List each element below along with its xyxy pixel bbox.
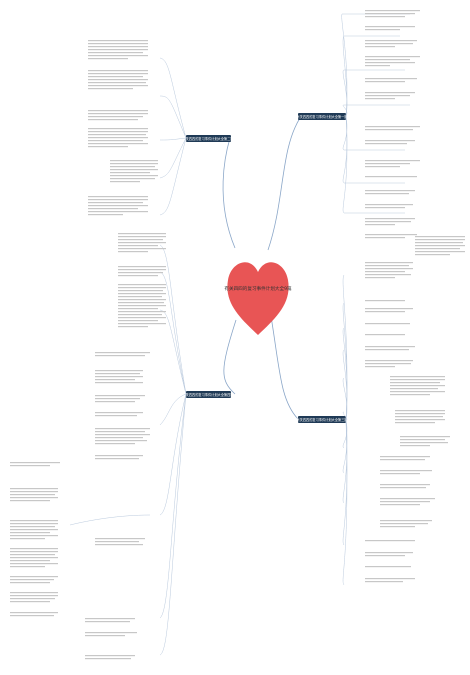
branch-label: 有关四四的复习事件计划大全第一篇 xyxy=(297,114,348,119)
connector-branch-3 xyxy=(269,309,299,420)
heart-shape xyxy=(227,262,289,335)
connector-branch-1 xyxy=(267,117,301,251)
branch-box xyxy=(298,113,346,120)
connectors xyxy=(222,117,301,420)
subtree-branch-4 xyxy=(69,244,187,656)
branch-box xyxy=(298,416,346,423)
text-blocks-branch-2 xyxy=(88,40,158,216)
branch-box xyxy=(186,391,231,398)
connector-branch-2 xyxy=(222,137,236,249)
branch-node-3[interactable]: 有关四四的复习事件计划大全第三篇 xyxy=(297,416,348,423)
subtree-branch-1 xyxy=(341,13,410,214)
central-topic-label: 有关四四的复习事件计划大全9篇 xyxy=(224,285,292,292)
branch-node-1[interactable]: 有关四四的复习事件计划大全第一篇 xyxy=(297,113,348,120)
branch-label: 有关四四的复习事件计划大全第二篇 xyxy=(183,136,234,141)
branch-node-2[interactable]: 有关四四的复习事件计划大全第二篇 xyxy=(183,135,234,142)
branch-label: 有关四四的复习事件计划大全第四篇 xyxy=(183,392,234,397)
connector-branch-4 xyxy=(223,319,237,395)
text-blocks-branch-3 xyxy=(365,236,465,583)
text-blocks-branch-4 xyxy=(10,233,166,660)
branch-box xyxy=(186,135,231,142)
text-blocks-branch-1 xyxy=(365,10,420,239)
branch-label: 有关四四的复习事件计划大全第三篇 xyxy=(297,417,348,422)
subtree-branch-2 xyxy=(159,57,187,216)
branch-node-4[interactable]: 有关四四的复习事件计划大全第四篇 xyxy=(183,391,234,398)
subtree-branch-3 xyxy=(342,274,348,586)
central-topic[interactable]: 有关四四的复习事件计划大全9篇 xyxy=(224,262,292,335)
